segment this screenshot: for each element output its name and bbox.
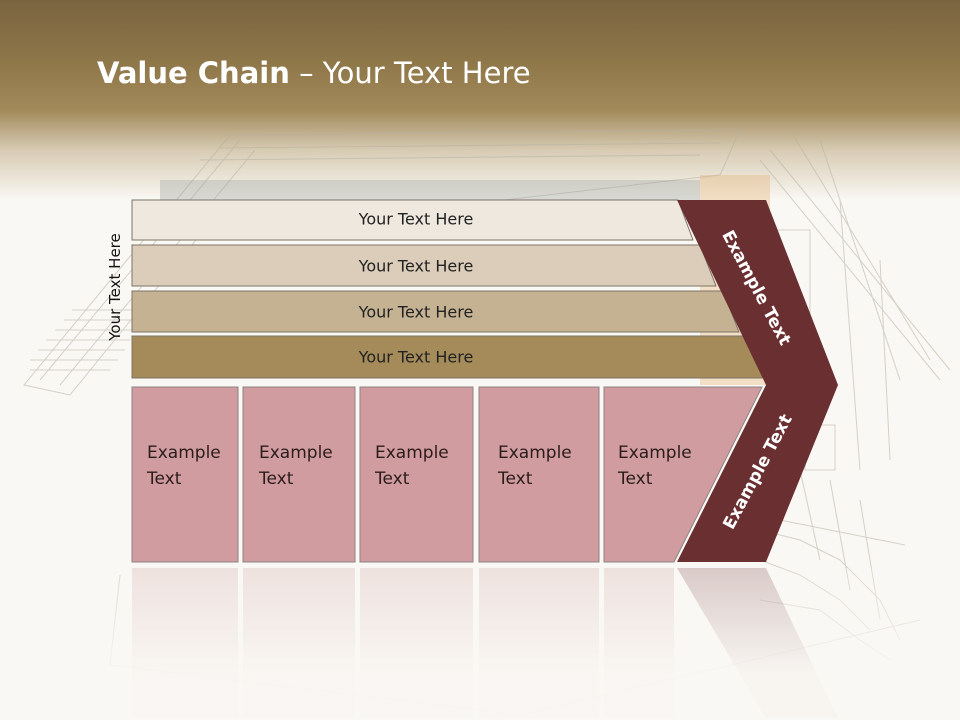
support-cell-4 [478,386,600,563]
primary-bar-3 [131,290,740,333]
bar-4-label: Your Text Here [358,347,474,367]
cell-1-line1: Example [147,443,221,463]
cell-3-line2: Text [375,469,410,489]
bar-1-label: Your Text Here [358,209,474,229]
reflection-fade [0,568,960,720]
support-cell-2 [242,386,356,563]
bar-2-label: Your Text Here [358,256,474,276]
bar-3-label: Your Text Here [358,302,474,322]
chevron-lower [677,385,838,562]
cell-4-line2: Text [498,469,533,489]
header-band [0,0,960,200]
support-cell-1 [131,386,239,563]
slide-title: Value Chain – Your Text Here [97,56,531,90]
title-bold: Value Chain [97,56,290,90]
cell-4-line1: Example [498,443,572,463]
support-cell-3 [359,386,474,563]
cell-2-line1: Example [259,443,333,463]
cell-5-line1: Example [618,443,692,463]
cell-3-line1: Example [375,443,449,463]
primary-bar-1 [131,199,694,241]
cell-1-line2: Text [147,469,182,489]
primary-bar-2 [131,244,717,287]
cell-5-line2: Text [618,469,653,489]
support-cell-5 [603,386,763,563]
title-rest: – Your Text Here [289,56,531,90]
cell-2-line2: Text [259,469,294,489]
chevron-upper [677,200,838,385]
